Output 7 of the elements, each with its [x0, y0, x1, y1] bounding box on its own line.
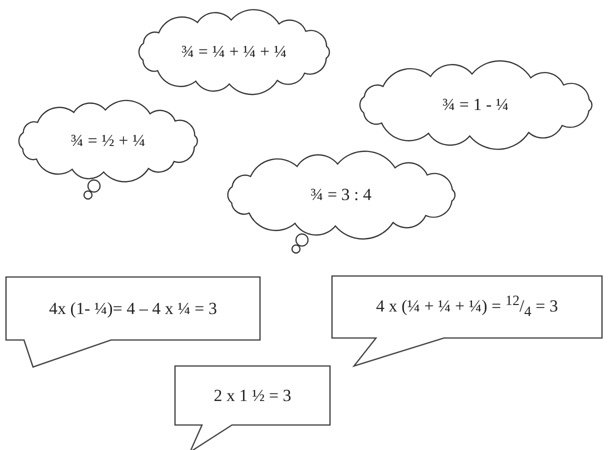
equation-text: ¾ = 1 - ¼ — [442, 95, 509, 115]
equation-text: 4 x (¼ + ¼ + ¼) = $^{12}$/$_{4}$ = 3 — [376, 292, 558, 322]
equation-text: ¾ = ½ + ¼ — [70, 131, 146, 151]
equation-text: ¾ = ¼ + ¼ + ¼ — [181, 42, 287, 62]
equation-text: 4x (1- ¼)= 4 – 4 x ¼ = 3 — [49, 298, 217, 318]
equation-text: ¾ = 3 : 4 — [310, 185, 372, 205]
equation-text: 2 x 1 ½ = 3 — [214, 386, 292, 406]
